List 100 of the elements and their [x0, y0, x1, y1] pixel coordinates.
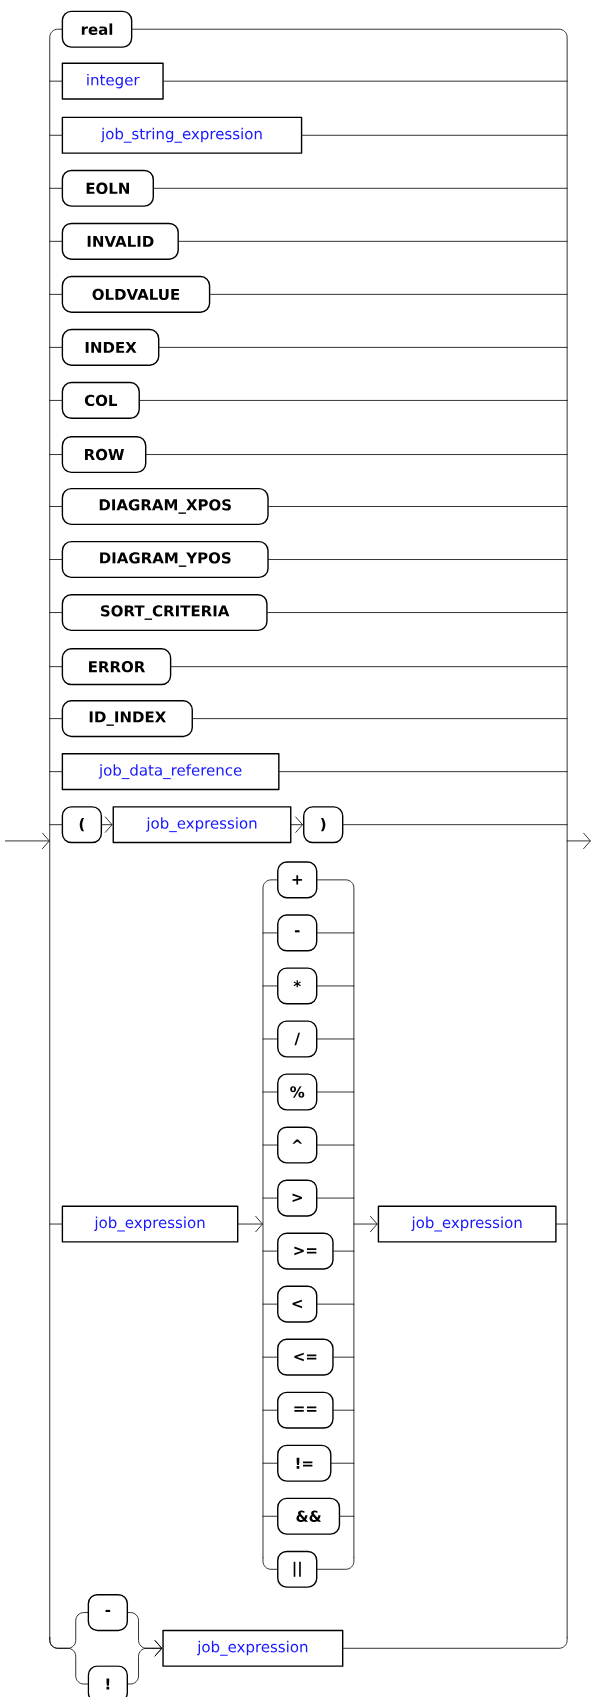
terminal-box: ( [61, 806, 103, 844]
track-line [333, 1250, 355, 1252]
track-line [343, 824, 568, 826]
track-line [262, 1197, 278, 1199]
rail-line [566, 40, 568, 1638]
terminal-box: ERROR [61, 648, 172, 686]
track-line [49, 666, 63, 668]
track-line [317, 1197, 355, 1199]
track-line [159, 347, 568, 348]
track-line [192, 718, 568, 719]
track-line [301, 134, 568, 136]
track-line [267, 612, 568, 613]
track-line [49, 559, 63, 560]
terminal-box: ^ [277, 1126, 318, 1164]
terminal-box: / [277, 1020, 318, 1058]
nonterminal-box: job_expression [112, 806, 292, 844]
track-line [49, 506, 63, 507]
terminal-box: < [277, 1285, 318, 1323]
track-line [49, 80, 63, 82]
track-line [317, 932, 355, 934]
track-line [139, 400, 568, 401]
terminal-box: % [277, 1073, 318, 1111]
track-line [49, 187, 63, 189]
nonterminal-box: job_expression [162, 1629, 344, 1667]
track-line [262, 1515, 278, 1517]
track-line [49, 240, 63, 242]
track-line [262, 1038, 278, 1040]
terminal-box: ) [303, 806, 344, 844]
terminal-box: DIAGRAM_YPOS [61, 540, 269, 579]
track-line [163, 80, 568, 82]
track-line [49, 1637, 89, 1685]
track-line [262, 1462, 278, 1464]
track-line [262, 1409, 278, 1411]
track-line [317, 879, 355, 892]
track-line [49, 293, 63, 295]
arrow [5, 832, 50, 850]
nonterminal-box: job_expression [61, 1205, 239, 1243]
track-line [317, 1303, 355, 1305]
terminal-box: + [277, 861, 318, 899]
track-line [49, 771, 63, 773]
track-line [262, 1356, 278, 1358]
arrow [566, 832, 591, 850]
terminal-box: INVALID [61, 222, 179, 260]
track-line [49, 1223, 63, 1225]
terminal-box: ! [87, 1665, 129, 1697]
track-line [262, 1303, 278, 1305]
terminal-box: real [61, 10, 133, 48]
track-line [262, 932, 278, 934]
terminal-box: * [277, 967, 318, 1005]
track-line [333, 1409, 355, 1411]
track-line [262, 1250, 278, 1252]
track-line [262, 1144, 278, 1146]
track-line [49, 134, 63, 136]
track-line [49, 612, 63, 613]
track-line [49, 28, 63, 41]
track-line [331, 1462, 355, 1464]
terminal-box: <= [277, 1338, 334, 1376]
terminal-box: INDEX [61, 328, 160, 366]
nonterminal-box: integer [61, 62, 164, 100]
terminal-box: == [277, 1391, 334, 1429]
track-line [49, 454, 63, 455]
track-line [262, 985, 278, 987]
terminal-box: >= [277, 1232, 334, 1270]
terminal-box: - [87, 1594, 129, 1632]
terminal-box: - [277, 914, 318, 952]
track-line [146, 454, 568, 455]
track-line [317, 985, 355, 987]
track-line [339, 1515, 355, 1517]
terminal-box: COL [61, 381, 140, 419]
terminal-box: ID_INDEX [61, 700, 193, 738]
track-line [268, 506, 568, 507]
track-line [343, 1637, 568, 1649]
rail-line [49, 40, 51, 1638]
track-line [268, 559, 568, 560]
nonterminal-box: job_data_reference [61, 753, 280, 791]
track-line [209, 293, 568, 295]
arrow [353, 1215, 378, 1233]
terminal-box: != [277, 1444, 332, 1482]
terminal-box: ROW [61, 436, 147, 474]
track-line [262, 1557, 278, 1570]
track-line [262, 879, 278, 892]
nonterminal-box: job_expression [377, 1205, 557, 1243]
track-line [153, 187, 568, 189]
track-line [262, 1091, 278, 1093]
terminal-box: OLDVALUE [61, 275, 211, 313]
track-line [178, 240, 568, 242]
terminal-box: SORT_CRITERIA [61, 594, 268, 632]
track-line [170, 666, 568, 668]
track-line [317, 1091, 355, 1093]
terminal-box: > [277, 1179, 318, 1217]
terminal-box: EOLN [61, 169, 154, 207]
track-line [317, 1144, 355, 1146]
track-line [317, 1038, 355, 1040]
track-line [333, 1356, 355, 1358]
terminal-box: || [277, 1550, 318, 1588]
track-line [556, 1223, 568, 1225]
track-line [49, 718, 63, 719]
terminal-box: && [277, 1497, 341, 1535]
track-line [279, 771, 568, 773]
terminal-box: DIAGRAM_XPOS [61, 487, 269, 526]
